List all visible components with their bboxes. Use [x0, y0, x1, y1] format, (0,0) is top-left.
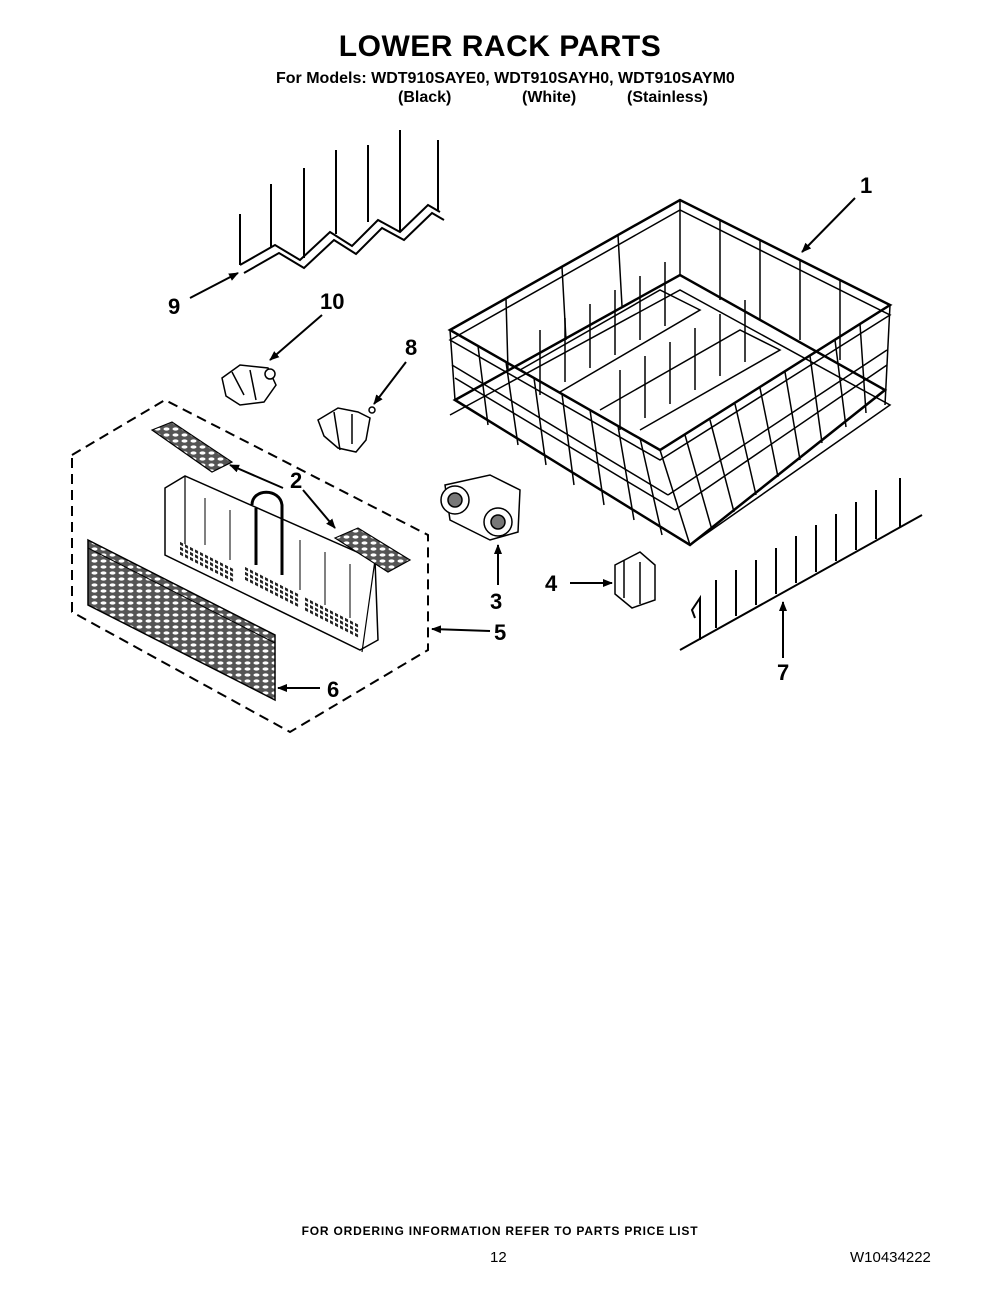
page-number: 12	[490, 1249, 507, 1266]
callout-1: 1	[860, 173, 872, 198]
callout-2: 2	[290, 468, 302, 493]
finish-stainless: (Stainless)	[627, 89, 708, 106]
part-6-basket-cover	[87, 538, 276, 702]
callout-8: 8	[405, 335, 417, 360]
callout-9: 9	[168, 294, 180, 319]
part-10-clip	[221, 364, 277, 406]
part-3-wheel-assembly	[440, 474, 521, 541]
callout-7: 7	[777, 660, 789, 685]
part-4-clip	[614, 551, 656, 609]
callout-10: 10	[320, 289, 344, 314]
callout-4: 4	[545, 571, 558, 596]
models-line: For Models: WDT910SAYE0, WDT910SAYH0, WD…	[276, 70, 735, 87]
leader-arrows	[189, 197, 856, 692]
page-title: LOWER RACK PARTS	[338, 30, 662, 63]
finish-white: (White)	[522, 89, 577, 106]
finish-black: (Black)	[398, 89, 452, 106]
ordering-note: FOR ORDERING INFORMATION REFER TO PARTS …	[301, 1224, 699, 1238]
part-1-lower-rack	[447, 198, 893, 547]
callout-3: 3	[490, 589, 502, 614]
part-8-clip	[317, 406, 376, 453]
part-9-tine-row	[239, 130, 445, 274]
document-number: W10434222	[850, 1249, 931, 1266]
part-2-basket-lids	[150, 421, 412, 573]
callout-5: 5	[494, 620, 506, 645]
part-7-tine-strip	[679, 478, 923, 651]
part-5-basket-assembly	[71, 398, 429, 734]
callout-6: 6	[327, 677, 339, 702]
